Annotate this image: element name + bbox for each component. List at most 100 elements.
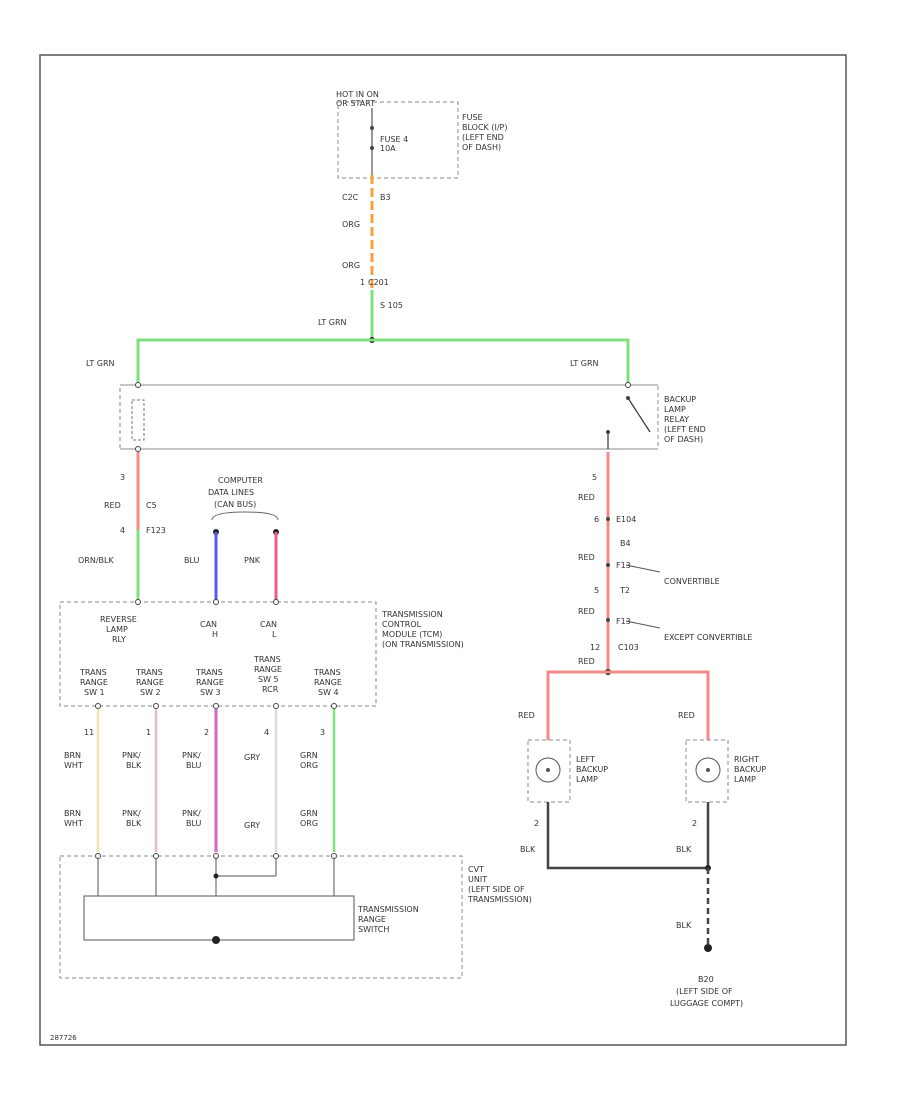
lower-color-org: ORG — [300, 819, 318, 828]
lower-color-grn: GRN — [300, 809, 318, 818]
cvt-label-4: TRANSMISSION) — [467, 895, 532, 904]
fuse-block-label-2: BLOCK (I/P) — [462, 123, 507, 132]
tcm-label-3: MODULE (TCM) — [382, 630, 442, 639]
pin-4: 4 — [120, 526, 125, 535]
left-color-red: RED — [104, 501, 121, 510]
lt-grn-bus — [136, 338, 630, 383]
right-pin-12: 12 — [590, 643, 600, 652]
sw2-label-3: SW 2 — [140, 688, 161, 697]
right-lamp-pin: 2 — [692, 819, 697, 828]
diagram-frame — [39, 54, 847, 1046]
tcm-pin-rev-2: LAMP — [106, 625, 128, 634]
upper-color-brn: BRN — [64, 751, 81, 760]
range-pin-4: 4 — [264, 728, 269, 737]
relay-contact — [627, 397, 651, 433]
hot-label: HOT IN ON — [336, 90, 379, 99]
range-pin-1: 1 — [146, 728, 151, 737]
backup-lamp-relay-box — [119, 384, 659, 450]
relay-label-1: BACKUP — [664, 395, 696, 404]
right-lamp-label-2: BACKUP — [734, 765, 766, 774]
right-lamp-blk: BLK — [676, 845, 692, 854]
tcm-pin-canl-1: CAN — [260, 620, 277, 629]
switch-label-1: TRANSMISSION — [357, 905, 419, 914]
data-lines-title-1: COMPUTER — [218, 476, 263, 485]
ground-label-1: B20 — [698, 975, 714, 984]
right-color-red-2: RED — [578, 553, 595, 562]
conn-c201: C201 — [368, 278, 389, 287]
fuse-label: FUSE 4 — [380, 135, 408, 144]
sw1-label-2: RANGE — [80, 678, 108, 687]
tcm-pin-rev-1: REVERSE — [100, 615, 137, 624]
sw5-label-3: SW 5 — [258, 675, 279, 684]
left-lamp-pin: 2 — [534, 819, 539, 828]
conn-c103: C103 — [618, 643, 639, 652]
upper-color-grn: GRN — [300, 751, 318, 760]
relay-label-5: OF DASH) — [664, 435, 703, 444]
data-color-pnk: PNK — [244, 556, 261, 565]
cvt-label-1: CVT — [468, 865, 484, 874]
lower-color-blu2: BLU — [186, 819, 202, 828]
right-pin-6: 6 — [594, 515, 599, 524]
sw1-label-1: TRANS — [79, 668, 107, 677]
lower-color-blk1: BLK — [126, 819, 142, 828]
range-switch-box — [83, 895, 355, 941]
upper-color-blu2: BLU — [186, 761, 202, 770]
ground-wire — [546, 802, 710, 870]
sw1-label-3: SW 1 — [84, 688, 105, 697]
lower-color-gry: GRY — [244, 821, 260, 830]
wire-color-org-2: ORG — [342, 261, 360, 270]
tcm-label-1: TRANSMISSION — [381, 610, 443, 619]
fuse-amp-label: 10A — [380, 144, 396, 153]
data-lines-title-3: (CAN BUS) — [214, 500, 256, 509]
sw5-label-2: RANGE — [254, 665, 282, 674]
switch-label-3: SWITCH — [358, 925, 389, 934]
conn-f13-a: F13 — [616, 561, 631, 570]
right-lamp-label-3: LAMP — [734, 775, 756, 784]
ground-blk: BLK — [676, 921, 692, 930]
left-lamp-color: RED — [518, 711, 535, 720]
bus-color-right: LT GRN — [570, 359, 599, 368]
relay-label-4: (LEFT END — [664, 425, 706, 434]
right-color-red-4: RED — [578, 657, 595, 666]
pin-c201: 1 — [360, 278, 365, 287]
left-lamp-label-1: LEFT — [576, 755, 595, 764]
right-color-red-3: RED — [578, 607, 595, 616]
left-lamp-label-2: BACKUP — [576, 765, 608, 774]
cvt-label-3: (LEFT SIDE OF — [468, 885, 525, 894]
except-convertible-label: EXCEPT CONVERTIBLE — [664, 633, 752, 642]
fuse-block-box — [337, 101, 459, 179]
right-pin-5b: 5 — [594, 586, 599, 595]
right-pin-b4: B4 — [620, 539, 631, 548]
wire-color-org-1: ORG — [342, 220, 360, 229]
fuse-block-label-4: OF DASH) — [462, 143, 501, 152]
conn-t2: T2 — [619, 586, 630, 595]
upper-color-blk1: BLK — [126, 761, 142, 770]
ground-label-3: LUGGAGE COMPT) — [670, 999, 743, 1008]
tcm-pin-canh-1: CAN — [200, 620, 217, 629]
left-lamp-blk: BLK — [520, 845, 536, 854]
conn-f13-b: F13 — [616, 617, 631, 626]
conn-f123: F123 — [146, 526, 166, 535]
upper-color-pnk1: PNK/ — [122, 751, 141, 760]
relay-label-3: RELAY — [664, 415, 689, 424]
sw4-label-1: TRANS — [313, 668, 341, 677]
splice-s105: S 105 — [380, 301, 403, 310]
lower-color-pnk2: PNK/ — [182, 809, 201, 818]
lower-color-wht: WHT — [64, 819, 83, 828]
sw4-label-2: RANGE — [314, 678, 342, 687]
fuse-block-label-3: (LEFT END — [462, 133, 504, 142]
bus-color-top: LT GRN — [318, 318, 347, 327]
right-lamp-color: RED — [678, 711, 695, 720]
left-color-orn-blk: ORN/BLK — [78, 556, 114, 565]
upper-color-gry: GRY — [244, 753, 260, 762]
right-color-red-1: RED — [578, 493, 595, 502]
upper-color-wht: WHT — [64, 761, 83, 770]
left-backup-lamp — [527, 739, 571, 803]
pin-b3: B3 — [380, 193, 391, 202]
sw2-label-1: TRANS — [135, 668, 163, 677]
switch-label-2: RANGE — [358, 915, 386, 924]
cvt-label-2: UNIT — [468, 875, 487, 884]
hot-label-2: OR START — [336, 99, 375, 108]
data-lines-title-2: DATA LINES — [208, 488, 254, 497]
